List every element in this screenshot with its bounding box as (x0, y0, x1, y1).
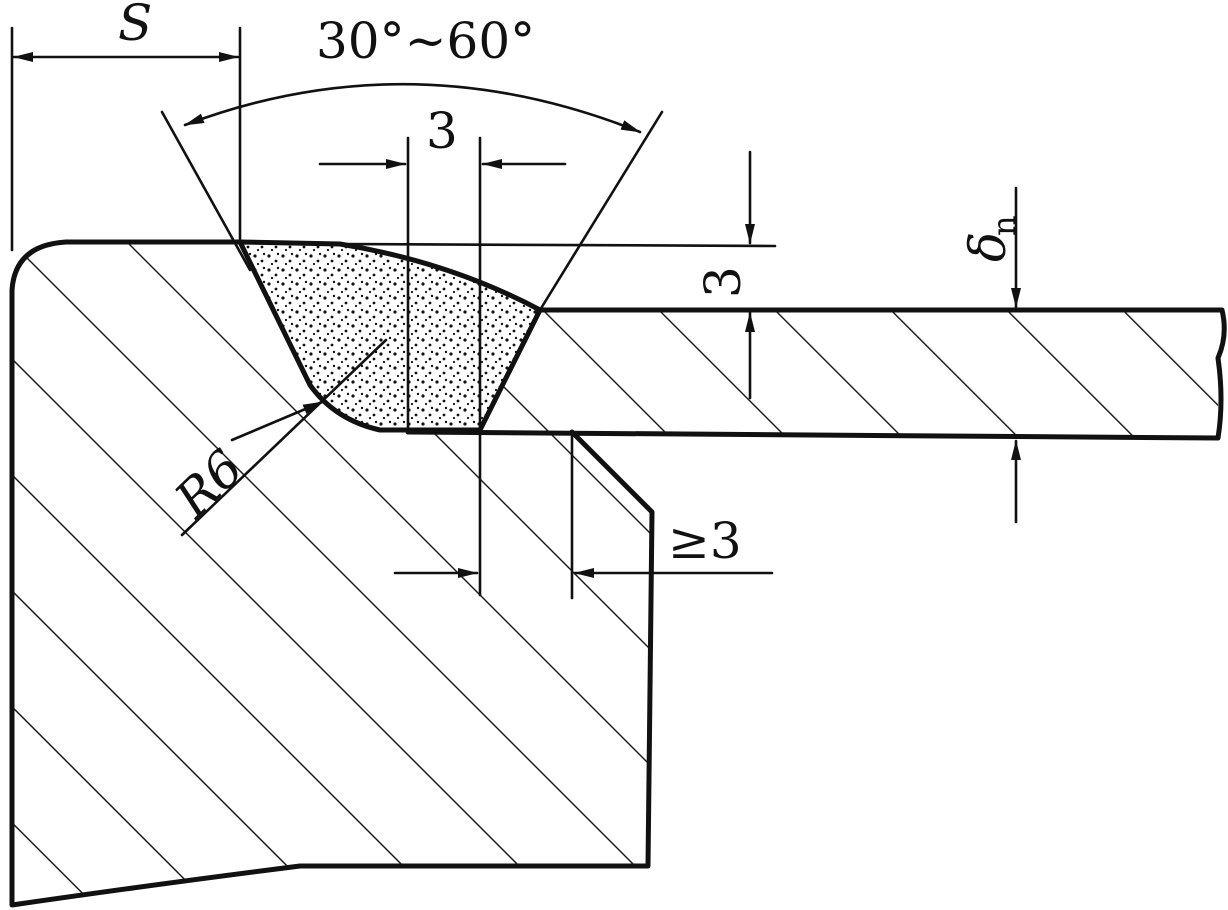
thin-plate-outline (405, 307, 1227, 441)
thickness-label: δ n (959, 215, 1023, 262)
angle-label: 30°~60° (316, 12, 535, 70)
top-width-dimension (318, 136, 567, 597)
thickness-symbol: δ (959, 232, 1017, 262)
thin-plate (405, 307, 1227, 441)
depth-label: 3 (694, 266, 752, 298)
top-width-label: 3 (426, 102, 458, 160)
groove-lines (160, 82, 664, 312)
angle-arc (183, 82, 642, 134)
weld-bead (237, 239, 543, 433)
base-part-hatch (12, 242, 652, 905)
depth-dimension (338, 150, 777, 400)
thin-plate-hatch (480, 310, 1224, 438)
base-part-outline (9, 239, 655, 908)
offset-label: ≥3 (668, 512, 742, 570)
s-dimension (10, 26, 242, 252)
weld-bead-dots (240, 242, 540, 430)
base-part (9, 239, 655, 908)
radius-leader (180, 338, 388, 537)
s-label: S (118, 0, 152, 52)
offset-dimension (393, 434, 774, 600)
thickness-subscript: n (985, 215, 1023, 236)
